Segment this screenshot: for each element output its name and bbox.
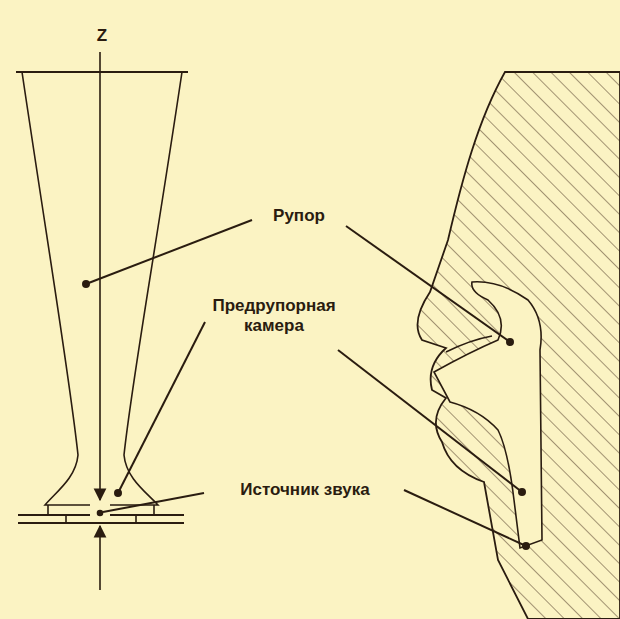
leader-lines	[83, 220, 529, 549]
axis-label: Z	[92, 26, 112, 46]
head-profile	[418, 72, 620, 619]
part-label: Рупор	[256, 206, 342, 226]
part-label: Предрупорная камера	[208, 296, 340, 337]
part-label: Источник звука	[208, 480, 402, 500]
horn-drawing	[16, 52, 188, 590]
